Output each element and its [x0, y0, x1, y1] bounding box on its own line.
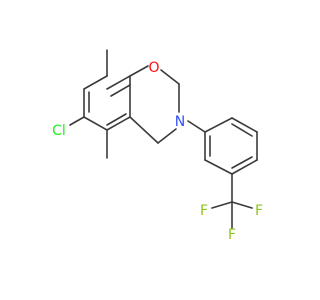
oxygen-atom-label: O	[148, 60, 159, 76]
bond	[69, 116, 85, 126]
bond	[129, 65, 149, 77]
bonds	[69, 49, 258, 229]
bond	[106, 116, 131, 131]
bond	[231, 123, 253, 137]
fluorine-atom-label: F	[228, 227, 236, 243]
chlorine-atom-label: Cl	[52, 123, 66, 139]
bond	[231, 117, 258, 133]
bond	[160, 69, 180, 85]
bond	[187, 120, 206, 133]
molecule-structure: O N Cl F F F	[52, 49, 263, 243]
bond	[211, 201, 233, 209]
bond	[83, 116, 108, 131]
atom-labels: O N Cl F F F	[52, 60, 263, 243]
bond	[106, 113, 127, 126]
nitrogen-atom-label: N	[175, 114, 185, 130]
bond	[110, 84, 131, 97]
bond	[83, 75, 108, 90]
bond	[157, 128, 177, 144]
bond	[129, 116, 159, 144]
bond	[231, 201, 253, 209]
bond	[204, 159, 233, 175]
fluorine-atom-label: F	[255, 203, 263, 219]
bond	[204, 117, 233, 133]
fluorine-atom-label: F	[200, 203, 208, 219]
bond	[231, 156, 253, 169]
bond	[106, 75, 131, 90]
bond	[231, 159, 258, 175]
